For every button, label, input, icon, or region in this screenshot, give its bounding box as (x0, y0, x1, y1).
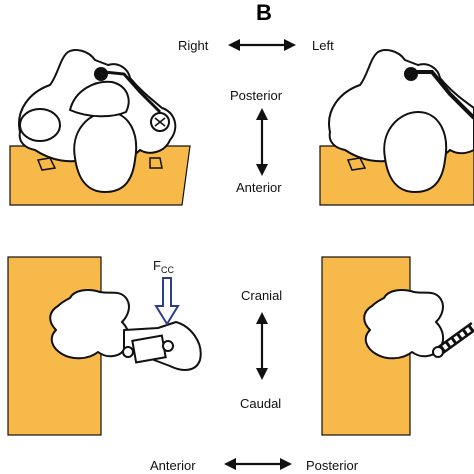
bottom-right-lateral-view (321, 256, 474, 436)
arrowhead-right (284, 39, 296, 51)
top-left-canal (69, 80, 130, 118)
arrowhead-posterior (280, 458, 292, 470)
top-right-axial-view (319, 49, 474, 206)
top-right-block-hole (346, 157, 367, 171)
label-posterior: Posterior (230, 88, 283, 103)
arrowhead-left (228, 39, 240, 51)
top-left-articular-mass (19, 108, 61, 142)
arrowhead-anterior (224, 458, 236, 470)
force-label-sub: CC (161, 265, 174, 275)
label-left: Left (312, 38, 334, 53)
label-posterior-bottom: Posterior (306, 458, 359, 473)
force-label-main: F (153, 258, 161, 273)
bottom-left-fixation (122, 334, 174, 364)
bottom-right-plate (432, 321, 474, 358)
top-left-screw (150, 112, 170, 132)
top-right-vertebral-body (383, 111, 448, 193)
panel-label: B (256, 0, 272, 25)
arrowhead-caudal (256, 368, 268, 380)
force-arrow (154, 277, 180, 326)
label-anterior: Anterior (236, 180, 282, 195)
top-left-rod (103, 70, 162, 114)
arrowhead-down (256, 164, 268, 176)
label-anterior-bottom: Anterior (150, 458, 196, 473)
top-left-axial-view (9, 49, 191, 206)
bottom-right-vertebra (363, 289, 444, 360)
bottom-orientation-indicator: Cranial Caudal Anterior Posterior (150, 288, 359, 473)
bottom-left-vertebra (49, 289, 130, 360)
top-left-screw-head (94, 67, 108, 81)
label-caudal: Caudal (240, 396, 281, 411)
top-left-vertebral-body (73, 111, 138, 193)
force-label: FCC (153, 258, 174, 275)
top-right-plate (414, 70, 474, 120)
arrowhead-up (256, 108, 268, 120)
label-right: Right (178, 38, 209, 53)
top-left-block-hole-left (36, 157, 57, 171)
label-cranial: Cranial (241, 288, 282, 303)
top-left-block-hole-right (149, 157, 163, 169)
bottom-left-lateral-view: FCC (7, 256, 202, 436)
arrowhead-cranial (256, 312, 268, 324)
top-orientation-indicator: Right Left Posterior Anterior (178, 38, 334, 195)
